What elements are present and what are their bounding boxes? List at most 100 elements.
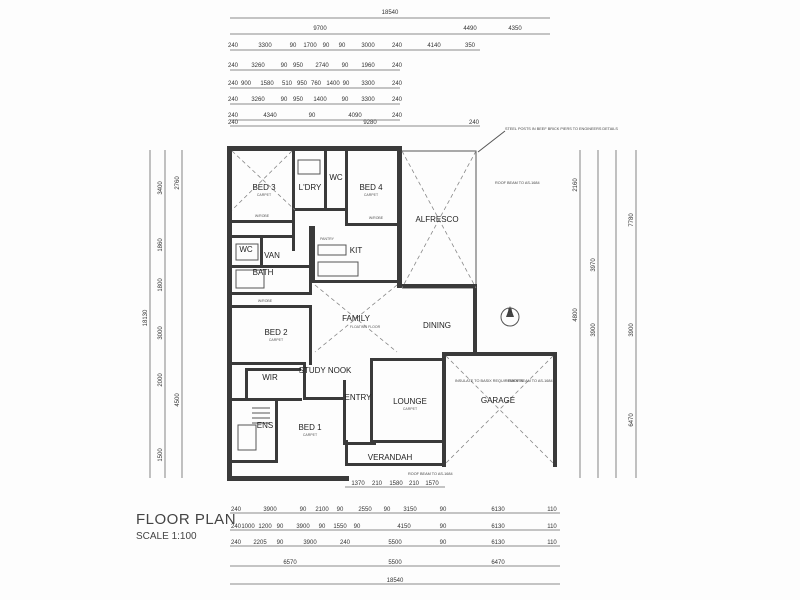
vanity-fixture [235, 243, 259, 261]
room-entry: ENTRY [345, 393, 373, 402]
room-bath: BATH [253, 268, 274, 277]
dim-bottom: 6130 [491, 540, 505, 546]
room-wrobe: W/ROBE [369, 216, 384, 220]
roof-lines [231, 150, 554, 464]
dim-right: 2160 [573, 178, 579, 192]
dim-left: 1860 [158, 238, 164, 252]
dim-left: 4500 [175, 393, 181, 407]
dim-top: 90 [281, 97, 288, 103]
dim-bottom: 5500 [388, 540, 402, 546]
dim-top: 4340 [263, 113, 277, 119]
top-dimensions: 18540 9700 4490 4350 240 3300 90 1700 90… [228, 10, 550, 127]
dim-top: 90 [290, 43, 297, 49]
dim-top: 240 [392, 81, 403, 87]
room-verandah: VERANDAH [368, 453, 413, 462]
dim-top: 3300 [361, 97, 375, 103]
dim-top: 1960 [361, 63, 375, 69]
dim-bottom: 1200 [258, 524, 272, 530]
room-wc-2: WC [239, 245, 253, 254]
dim-top: 1400 [326, 81, 340, 87]
dim-top-overall: 18540 [382, 10, 399, 16]
laundry-tub [297, 159, 321, 175]
dim-bottom: 1580 [389, 481, 403, 487]
dim-top: 510 [282, 81, 293, 87]
room-study-nook: STUDY NOOK [299, 366, 352, 375]
walls [227, 146, 557, 481]
dim-bottom: 110 [547, 540, 557, 546]
dim-top: 900 [241, 81, 252, 87]
dim-top: 760 [311, 81, 322, 87]
dim-bottom: 90 [277, 524, 284, 530]
dim-left: 2760 [175, 176, 181, 190]
room-alfresco: ALFRESCO [415, 215, 458, 224]
dim-bottom: 90 [440, 507, 447, 513]
dim-top: 240 [228, 113, 239, 119]
dim-left: 1500 [158, 448, 164, 462]
dim-bottom: 90 [337, 507, 344, 513]
dim-bottom: 90 [277, 540, 284, 546]
dim-top: 240 [228, 63, 239, 69]
floor-type: CARPET [303, 433, 318, 437]
room-garage: GARAGE [481, 396, 515, 405]
north-label: N [508, 309, 512, 315]
dim-bottom: 5500 [388, 560, 402, 566]
dim-top: 950 [293, 63, 304, 69]
dim-left: 3400 [158, 181, 164, 195]
note-insulate: INSULATE TO BASIX REQUIREMENTS [455, 379, 524, 383]
note-roof-beam: ROOF BEAM TO AS-1684 [408, 472, 453, 476]
dim-bottom: 6570 [283, 560, 297, 566]
dim-top: 90 [339, 43, 346, 49]
room-wrobe: W/ROBE [258, 299, 273, 303]
dim-top: 90 [343, 81, 350, 87]
bath-tub [235, 269, 265, 289]
dim-top: 240 [392, 63, 403, 69]
dim-bottom: 110 [547, 524, 557, 530]
dim-right: 3900 [591, 323, 597, 337]
dim-bottom: 3900 [263, 507, 277, 513]
dim-top: 9280 [363, 120, 377, 126]
room-family: FAMILY [342, 314, 371, 323]
dim-bottom: 210 [372, 481, 383, 487]
room-lounge: LOUNGE [393, 397, 427, 406]
dim-bottom: 110 [547, 507, 557, 513]
right-dimensions: 2160 3970 4800 3900 6470 7780 3900 [573, 150, 637, 478]
dim-bottom: 210 [409, 481, 420, 487]
dim-bottom: 1550 [333, 524, 347, 530]
dim-top: 4140 [427, 43, 441, 49]
dim-top: 90 [342, 63, 349, 69]
dim-top: 240 [392, 97, 403, 103]
room-dining: DINING [423, 321, 451, 330]
dim-top: 90 [309, 113, 316, 119]
fixtures [235, 159, 359, 451]
dim-bottom: 6470 [491, 560, 505, 566]
annotations: STEEL POSTS IN BEEF BRICK PIERS TO ENGIN… [408, 127, 618, 476]
floor-type: CARPET [364, 193, 379, 197]
dim-top: 240 [228, 43, 239, 49]
room-laundry: L'DRY [299, 183, 322, 192]
floor-type: CARPET [403, 407, 418, 411]
room-bed2: BED 2 [264, 328, 288, 337]
room-bed1: BED 1 [298, 423, 322, 432]
bottom-dimensions: 1370 210 1580 210 1570 240 3900 90 2100 … [230, 481, 560, 585]
note-roof-beam: ROOF BEAM TO AS-1684 [508, 379, 553, 383]
dim-top: 1580 [260, 81, 274, 87]
dim-top: 240 [392, 43, 403, 49]
north-arrow: N [500, 306, 520, 327]
drawing-title: FLOOR PLAN [136, 511, 237, 528]
dim-top: 240 [228, 81, 239, 87]
floor-type-floating: FLOATING FLOOR [350, 325, 381, 329]
dim-top: 90 [342, 97, 349, 103]
dim-top: 240 [228, 120, 239, 126]
floor-type: CARPET [269, 338, 284, 342]
room-bed3: BED 3 [252, 183, 276, 192]
dim-top: 1400 [313, 97, 327, 103]
dim-top: 240 [469, 120, 480, 126]
room-vanity: VAN [264, 251, 280, 260]
dim-top: 3000 [361, 43, 375, 49]
dim-top: 950 [293, 97, 304, 103]
dim-bottom: 2205 [253, 540, 267, 546]
drawing-scale: SCALE 1:100 [136, 531, 197, 542]
dim-top: 90 [323, 43, 330, 49]
